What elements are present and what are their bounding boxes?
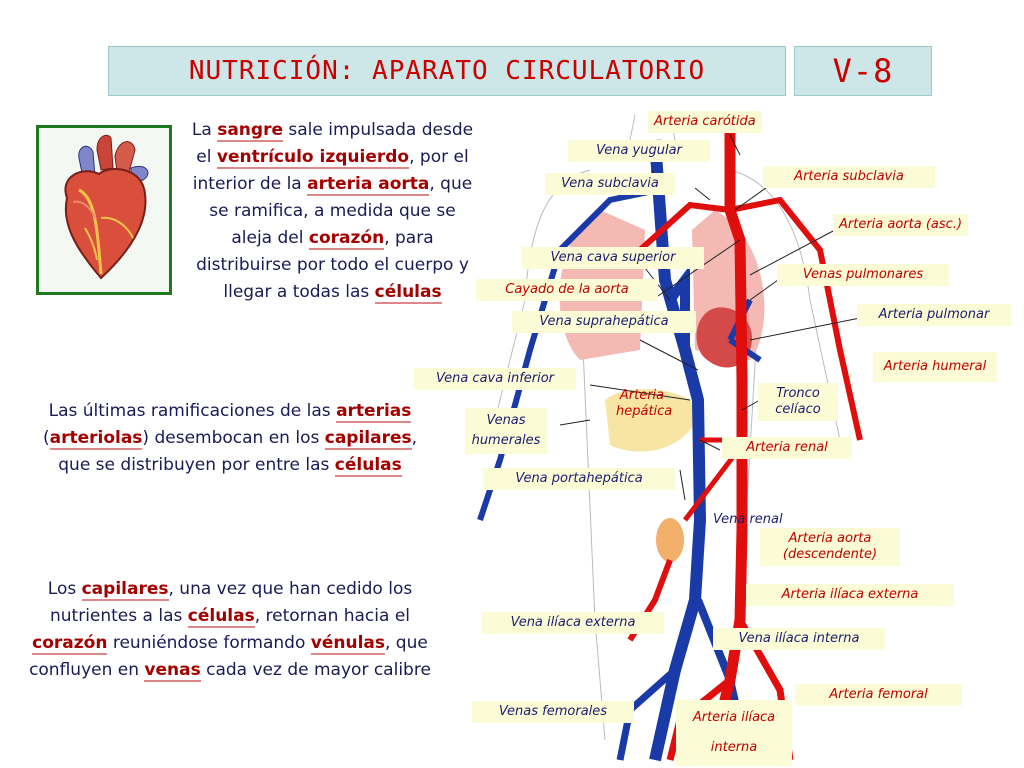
keyword-highlight: células bbox=[374, 282, 442, 304]
label-arteria-renal: Arteria renal bbox=[722, 437, 852, 459]
keyword-highlight: ventrículo izquierdo bbox=[216, 147, 410, 169]
keyword-highlight: corazón bbox=[308, 228, 385, 250]
paragraph-text: , que se distribuyen por entre las bbox=[58, 428, 418, 475]
page-title: NUTRICIÓN: APARATO CIRCULATORIO bbox=[188, 56, 706, 86]
keyword-highlight: capilares bbox=[81, 579, 169, 601]
label-arteria-humeral: Arteria humeral bbox=[873, 352, 997, 382]
paragraph-sangre: La sangre sale impulsada desde el ventrí… bbox=[190, 117, 475, 306]
keyword-highlight: vénulas bbox=[310, 633, 385, 655]
label-arteria-aorta-desc: Arteria aorta (descendente) bbox=[760, 528, 900, 566]
paragraph-text: sale impulsada desde el bbox=[196, 120, 474, 167]
paragraph-capilares: Los capilares, una vez que han cedido lo… bbox=[25, 576, 435, 684]
keyword-highlight: venas bbox=[144, 660, 201, 682]
keyword-highlight: corazón bbox=[32, 633, 108, 655]
label-vena-cava-superior: Vena cava superior bbox=[522, 247, 704, 269]
label-arteria-subclavia: Arteria subclavia bbox=[763, 166, 935, 188]
keyword-highlight: arterias bbox=[336, 401, 412, 423]
paragraph-text: , retornan hacia el bbox=[254, 606, 411, 626]
keyword-highlight: células bbox=[187, 606, 255, 628]
label-venas-humerales: Venas humerales bbox=[465, 408, 547, 454]
label-vena-suprahepatica: Vena suprahepática bbox=[512, 311, 696, 333]
label-arteria-carotida: Arteria carótida bbox=[648, 111, 762, 133]
circulatory-diagram: Arteria carótida Vena yugular Vena subcl… bbox=[414, 100, 1024, 768]
label-arteria-iliaca-interna: Arteria ilíaca interna bbox=[676, 700, 792, 766]
title-banner: NUTRICIÓN: APARATO CIRCULATORIO bbox=[108, 46, 786, 96]
label-vena-iliaca-interna: Vena ilíaca interna bbox=[713, 628, 885, 650]
code-banner: V-8 bbox=[794, 46, 932, 96]
paragraph-text: , que confluyen en bbox=[29, 633, 428, 680]
paragraph-text: , por el interior de la bbox=[192, 147, 469, 194]
label-arteria-pulmonar: Arteria pulmonar bbox=[857, 304, 1011, 326]
label-vena-portahepatica: Vena portahepática bbox=[483, 468, 675, 490]
paragraph-ramificaciones: Las últimas ramificaciones de las arteri… bbox=[25, 398, 435, 479]
paragraph-text: cada vez de mayor calibre bbox=[200, 660, 431, 680]
label-arteria-femoral: Arteria femoral bbox=[795, 684, 962, 706]
label-arteria-iliaca-externa: Arteria ilíaca externa bbox=[746, 584, 954, 606]
label-cayado-aorta: Cayado de la aorta bbox=[476, 279, 658, 301]
label-arteria-hepatica: Arteria hepática bbox=[616, 388, 673, 419]
keyword-highlight: células bbox=[334, 455, 402, 477]
label-vena-iliaca-externa: Vena ilíaca externa bbox=[482, 612, 664, 634]
label-tronco-celiaco: Tronco celíaco bbox=[758, 383, 838, 421]
label-arteria-aorta-asc: Arteria aorta (asc.) bbox=[833, 214, 969, 236]
keyword-highlight: capilares bbox=[324, 428, 412, 450]
heart-icon bbox=[64, 134, 149, 280]
paragraph-text: reuniéndose formando bbox=[107, 633, 311, 653]
paragraph-text: La bbox=[191, 120, 218, 140]
label-vena-subclavia: Vena subclavia bbox=[545, 173, 675, 195]
paragraph-text: Los bbox=[47, 579, 82, 599]
keyword-highlight: arteria aorta bbox=[307, 174, 430, 196]
heart-illustration bbox=[36, 125, 172, 295]
page-code: V-8 bbox=[832, 52, 894, 90]
keyword-highlight: arteriolas bbox=[49, 428, 143, 450]
label-vena-yugular: Vena yugular bbox=[568, 140, 710, 162]
paragraph-text: ( bbox=[42, 428, 50, 448]
label-venas-pulmonares: Venas pulmonares bbox=[777, 264, 949, 286]
keyword-highlight: sangre bbox=[217, 120, 283, 142]
label-venas-femorales: Venas femorales bbox=[472, 701, 634, 723]
paragraph-text: , que se ramifica, a medida que se aleja… bbox=[209, 174, 473, 248]
label-vena-renal: Vena renal bbox=[713, 512, 783, 527]
paragraph-text: Las últimas ramificaciones de las bbox=[48, 401, 337, 421]
paragraph-text: , para distribuirse por todo el cuerpo y… bbox=[196, 228, 469, 302]
paragraph-text: , una vez que han cedido los nutrientes … bbox=[49, 579, 413, 626]
paragraph-text: ) desembocan en los bbox=[142, 428, 325, 448]
label-vena-cava-inferior: Vena cava inferior bbox=[414, 368, 576, 390]
